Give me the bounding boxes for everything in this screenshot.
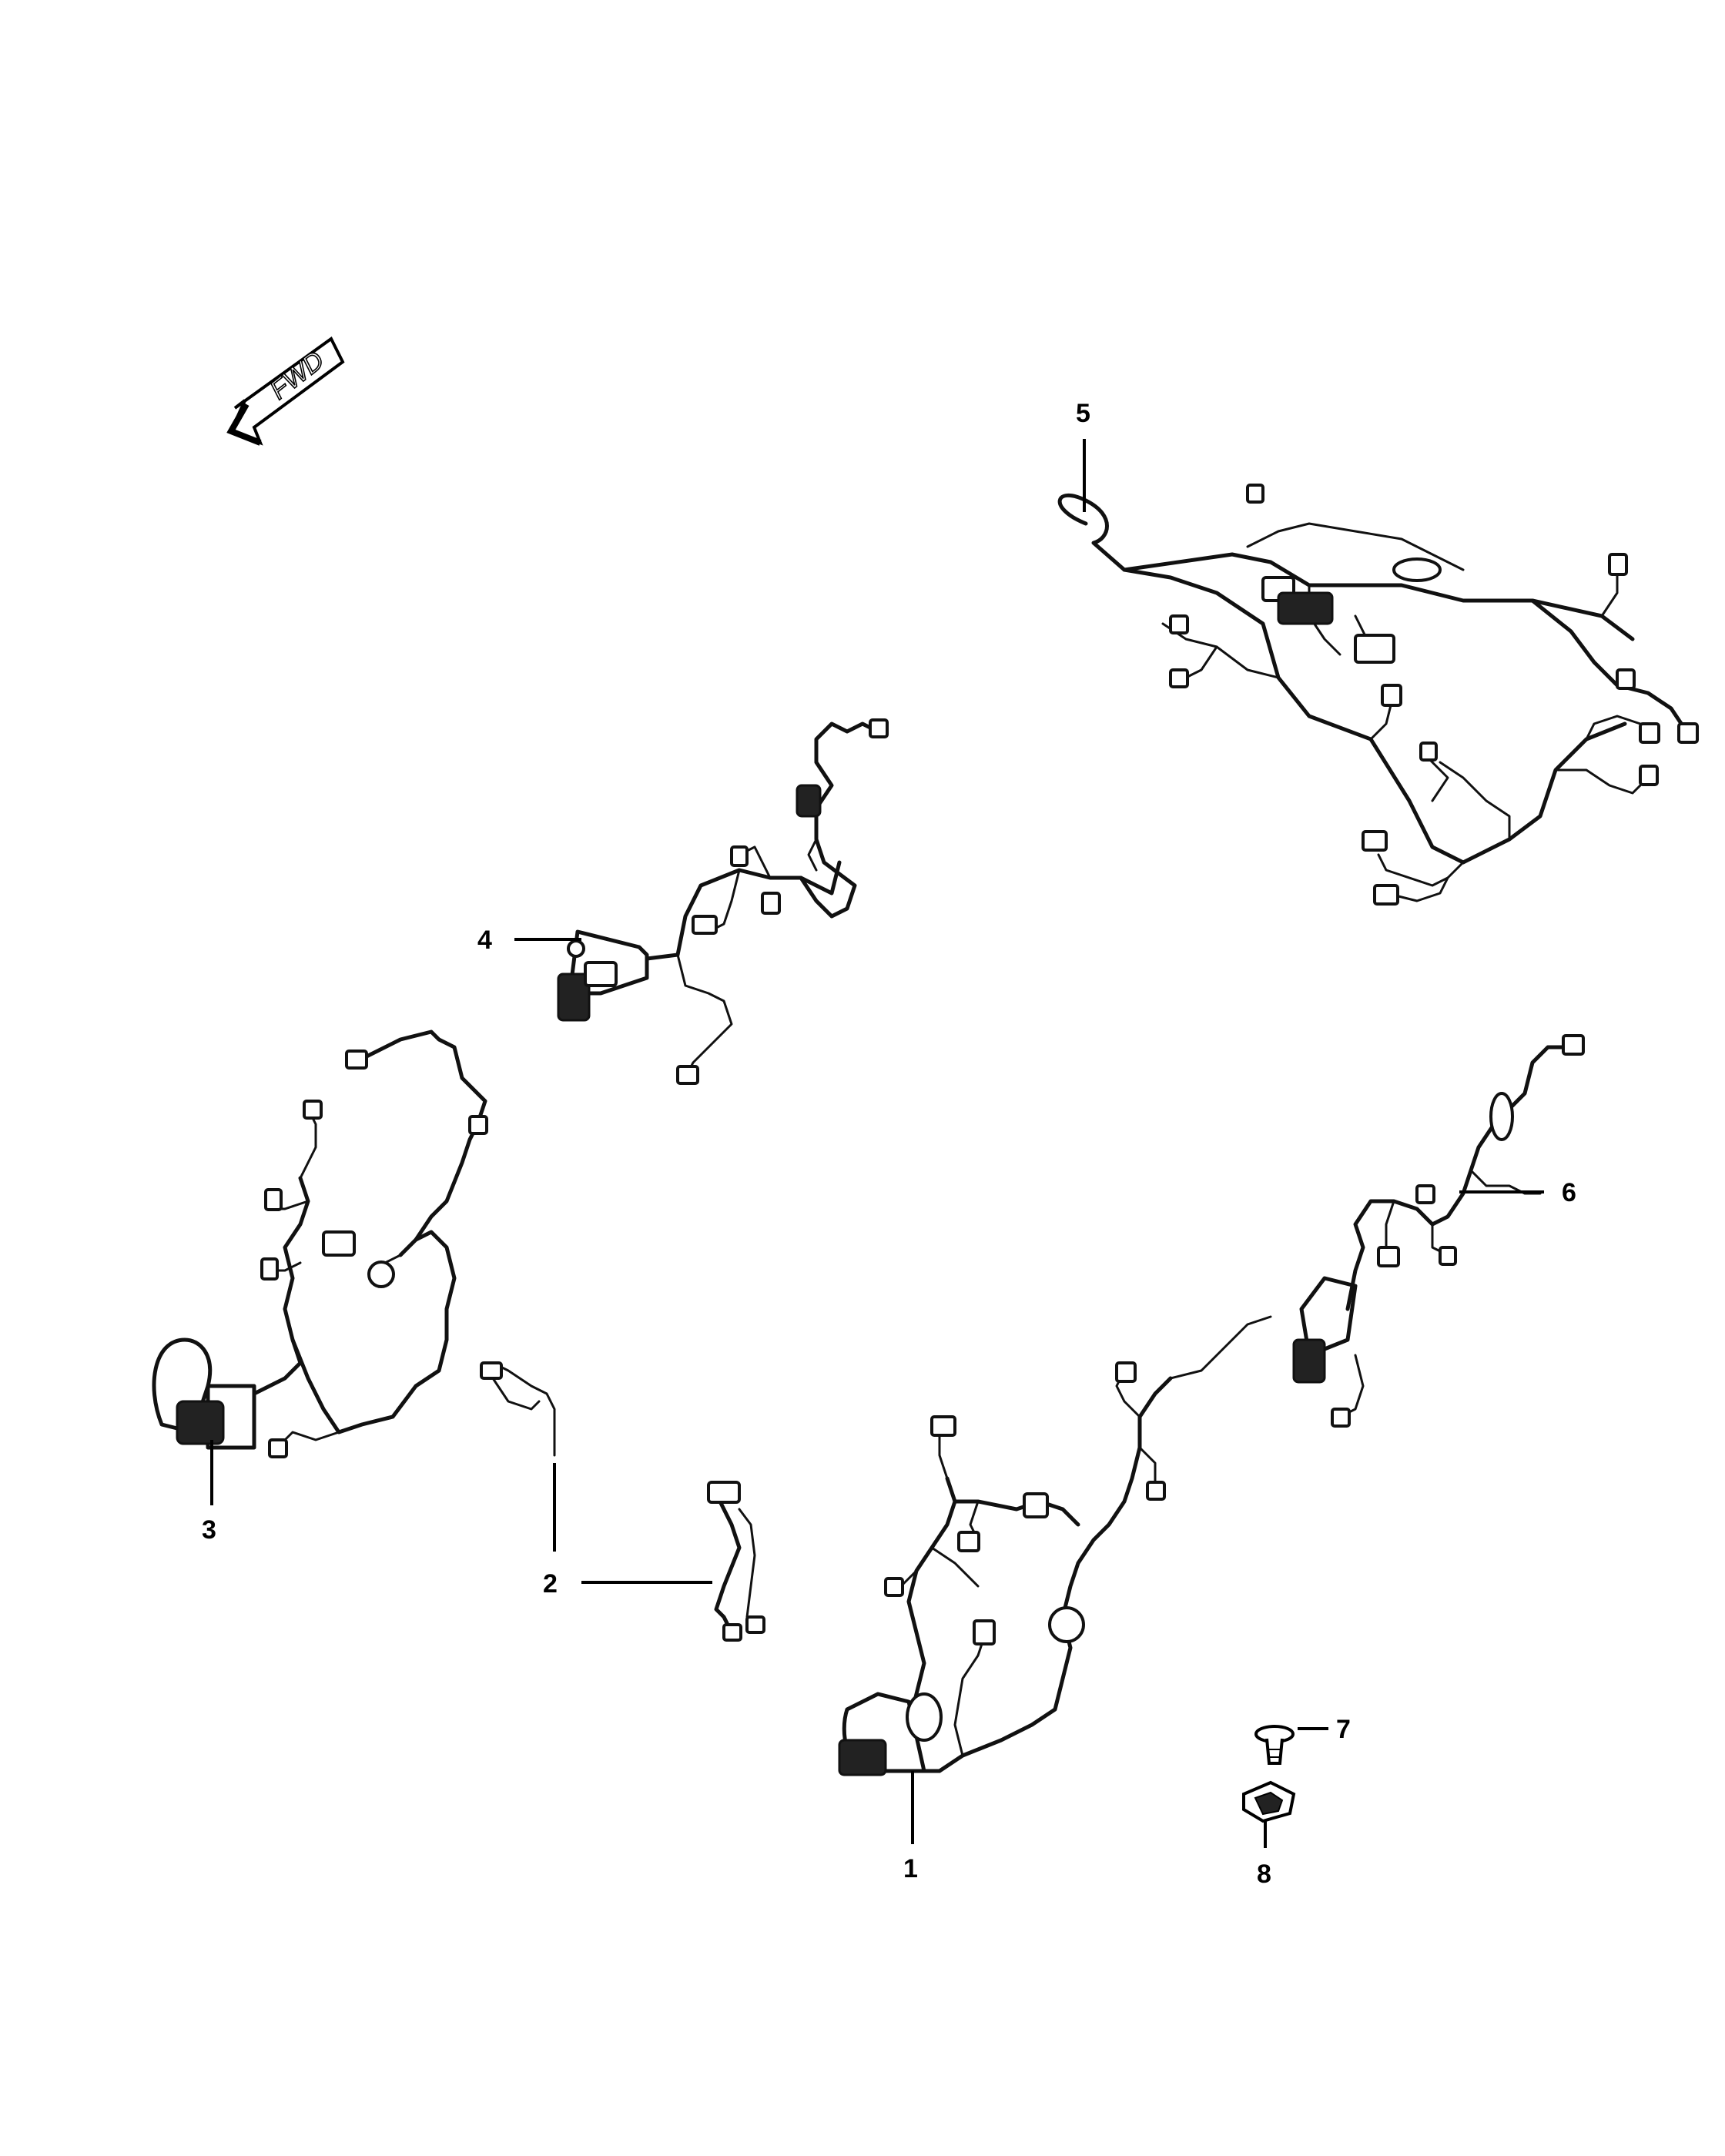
callout-7: 7 — [1336, 1715, 1351, 1744]
front-door-wiring-harness — [557, 718, 889, 1085]
right-door-wiring-harness — [1292, 1034, 1585, 1428]
rear-door-wiring-harness — [838, 1315, 1272, 1776]
jumper-wiring-harness — [480, 1361, 765, 1642]
callout-5: 5 — [1076, 399, 1090, 428]
callout-8: 8 — [1257, 1860, 1271, 1889]
fwd-arrow-icon: FWD — [226, 336, 345, 446]
callout-6: 6 — [1562, 1178, 1576, 1207]
clip-nut-icon — [1242, 1780, 1296, 1823]
push-pin-retainer-icon — [1254, 1725, 1295, 1765]
callout-3: 3 — [202, 1515, 216, 1545]
left-door-wiring-harness — [152, 1029, 488, 1458]
body-wiring-harness — [1057, 484, 1699, 906]
callout-1: 1 — [903, 1854, 918, 1883]
callout-4: 4 — [477, 926, 492, 955]
callout-2: 2 — [543, 1569, 558, 1599]
